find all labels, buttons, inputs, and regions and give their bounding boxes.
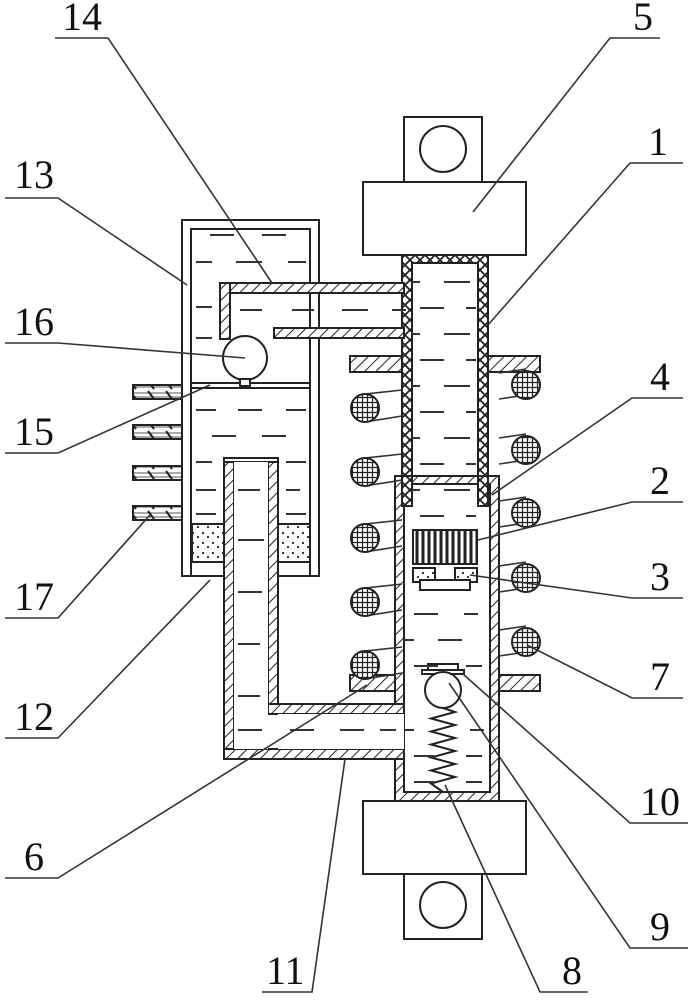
label-5: 5 xyxy=(633,0,653,39)
label-14: 14 xyxy=(62,0,102,39)
label-1: 1 xyxy=(648,119,668,164)
label-13: 13 xyxy=(14,152,54,197)
top-mount-eye xyxy=(403,116,483,183)
label-11: 11 xyxy=(266,948,305,993)
spring-stop-lower-right xyxy=(498,674,541,692)
label-8: 8 xyxy=(562,948,582,993)
label-4: 4 xyxy=(650,354,670,399)
coil-wire xyxy=(364,583,403,589)
seal-block-right xyxy=(275,523,311,563)
label-17: 17 xyxy=(14,574,54,619)
leader-lines xyxy=(5,37,688,993)
coil-section-left xyxy=(350,650,380,680)
coil-wire xyxy=(498,496,527,502)
label-16: 16 xyxy=(14,299,54,344)
coil-section-right xyxy=(511,435,541,465)
heat-fins xyxy=(132,384,183,521)
label-3: 3 xyxy=(650,554,670,599)
coil-wire xyxy=(498,433,527,439)
coil-wire xyxy=(364,646,403,652)
label-10: 10 xyxy=(640,779,680,824)
coil-section-left xyxy=(350,587,380,617)
coil-wire xyxy=(364,389,403,395)
coil-wire xyxy=(364,519,403,525)
coil-spring xyxy=(350,368,541,680)
label-9: 9 xyxy=(650,904,670,949)
piston-damping-block xyxy=(412,529,478,565)
label-2: 2 xyxy=(650,458,670,503)
inner-cylinder-tube xyxy=(401,254,489,506)
coil-section-right xyxy=(511,563,541,593)
valve-ball xyxy=(424,671,462,709)
coil-section-right xyxy=(511,370,541,400)
seal-block-left xyxy=(191,523,225,563)
return-pipe xyxy=(223,457,405,760)
coil-section-left xyxy=(350,457,380,487)
coil-wire xyxy=(364,453,403,459)
label-6: 6 xyxy=(24,834,44,879)
bottom-mount-eye xyxy=(403,873,483,940)
label-15: 15 xyxy=(14,409,54,454)
coil-section-left xyxy=(350,523,380,553)
coil-wire xyxy=(498,561,527,567)
piston-seat xyxy=(412,567,478,591)
bottom-mount-block xyxy=(362,800,527,875)
label-7: 7 xyxy=(650,654,670,699)
coil-section-right xyxy=(511,627,541,657)
coil-section-right xyxy=(511,498,541,528)
connecting-pipe xyxy=(219,282,405,340)
label-12: 12 xyxy=(14,694,54,739)
spring-stop-upper-right xyxy=(487,355,541,373)
top-mount-block xyxy=(362,181,527,256)
coil-wire xyxy=(498,625,527,631)
valve-spring xyxy=(427,707,459,793)
coil-section-left xyxy=(350,393,380,423)
fluid-dashes xyxy=(196,234,484,783)
coil-wire xyxy=(498,368,527,374)
spring-stop-upper-left xyxy=(349,355,403,373)
